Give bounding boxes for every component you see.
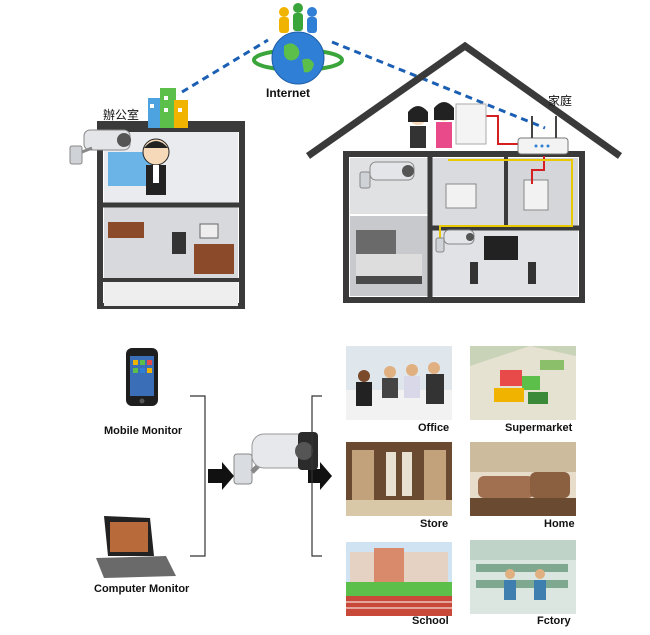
scene-label-office: Office bbox=[418, 422, 450, 434]
monitoring-flow bbox=[96, 348, 332, 578]
home-label: 家庭 bbox=[548, 94, 573, 108]
arrow-right-icon bbox=[208, 462, 234, 490]
scene-label-supermarket: Supermarket bbox=[505, 422, 573, 434]
laptop-icon bbox=[96, 516, 176, 578]
office-label: 辦公室 bbox=[103, 108, 140, 122]
house bbox=[305, 41, 623, 303]
office-building bbox=[97, 88, 245, 309]
scene-photo-school bbox=[346, 542, 452, 616]
scene-label-school: School bbox=[412, 615, 449, 627]
bullet-camera-icon bbox=[233, 432, 318, 485]
internet-label: Internet bbox=[266, 86, 311, 100]
output-bracket bbox=[311, 395, 322, 557]
scene-photo-store bbox=[346, 442, 452, 516]
internet-home-link bbox=[331, 40, 546, 130]
scene-label-store: Store bbox=[420, 518, 449, 530]
computer-monitor-label: Computer Monitor bbox=[94, 583, 190, 595]
house-camera-bedroom-icon bbox=[359, 161, 415, 189]
scene-photo-supermarket bbox=[470, 346, 576, 420]
internet-globe-icon bbox=[252, 31, 344, 85]
office-internet-link bbox=[181, 38, 269, 94]
mobile-monitor-label: Mobile Monitor bbox=[104, 425, 183, 437]
mobile-phone-icon bbox=[126, 348, 158, 406]
network-scene bbox=[69, 3, 623, 309]
router-icon bbox=[517, 116, 569, 155]
office-camera-icon bbox=[69, 129, 131, 165]
scene-label-home: Home bbox=[544, 518, 575, 530]
scene-label-factory: Fctory bbox=[537, 615, 571, 627]
scene-photo-factory bbox=[470, 540, 576, 614]
house-camera-livingroom-icon bbox=[435, 229, 475, 253]
office-building-icon bbox=[148, 88, 188, 128]
input-bracket bbox=[190, 395, 206, 557]
scene-photo-home bbox=[470, 442, 576, 516]
scene-photo-office bbox=[346, 346, 452, 420]
people-icon bbox=[279, 3, 317, 33]
